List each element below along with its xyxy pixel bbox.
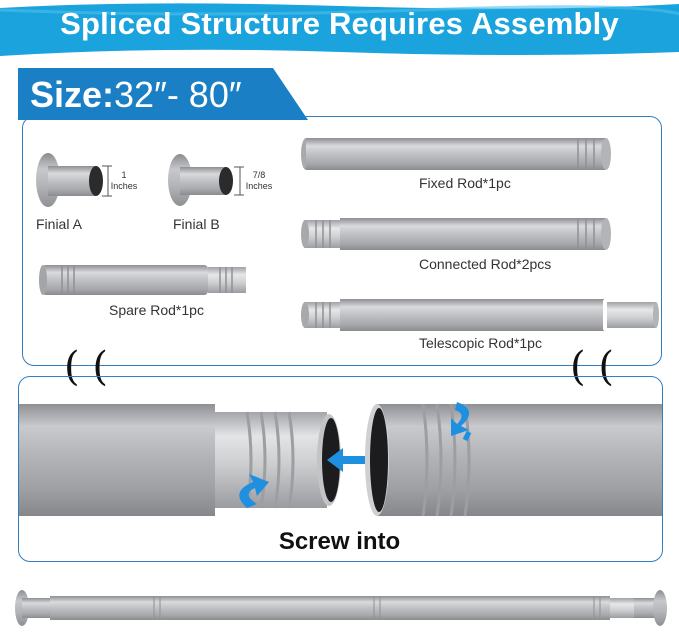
assembly-panel: [18, 376, 663, 562]
top-banner: [0, 3, 679, 57]
finial-a-dimension: 1 Inches: [104, 170, 144, 192]
finial-a-image: [36, 153, 112, 207]
size-label-group: Size:32″- 80″: [30, 74, 242, 116]
finial-a-dim-value: 1: [121, 170, 127, 180]
left-bracket-icon: ( (: [64, 344, 108, 390]
finial-b-image: [168, 154, 244, 206]
finial-a-label: Finial A: [36, 216, 82, 232]
finial-b-dim-unit: Inches: [245, 181, 273, 191]
size-value: 32″- 80″: [114, 74, 242, 115]
rotate-left-arrow-icon: [239, 474, 269, 508]
right-bracket-icon: ( (: [570, 344, 614, 390]
telescopic-rod-image: [301, 299, 659, 331]
finial-b-dim-value: 7/8: [252, 170, 266, 180]
size-label: Size:: [30, 74, 115, 115]
finial-b-dimension: 7/8 Inches: [239, 170, 279, 192]
parts-panel: [22, 116, 662, 366]
insert-arrow-icon: [327, 448, 365, 472]
assembly-closeup-image: [19, 402, 662, 517]
size-tab: [18, 68, 308, 120]
fixed-rod-image: [301, 138, 611, 170]
spare-rod-image: [39, 265, 246, 295]
finial-b-label: Finial B: [173, 216, 220, 232]
full-rod-image: [15, 590, 667, 626]
telescopic-rod-label: Telescopic Rod*1pc: [419, 335, 542, 351]
fixed-rod-label: Fixed Rod*1pc: [419, 175, 511, 191]
assembly-caption: Screw into: [278, 528, 401, 555]
spare-rod-label: Spare Rod*1pc: [109, 302, 204, 318]
banner-title: Spliced Structure Requires Assembly: [60, 6, 619, 41]
rotate-right-arrow-icon: [451, 402, 470, 436]
connected-rod-image: [301, 218, 611, 250]
connected-rod-label: Connected Rod*2pcs: [419, 256, 552, 272]
finial-a-dim-unit: Inches: [110, 181, 138, 191]
